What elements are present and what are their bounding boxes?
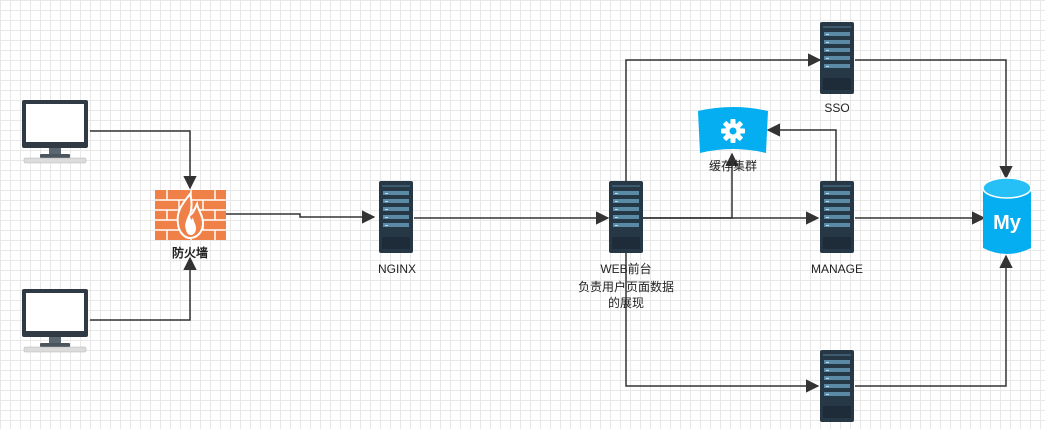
edge-manage-cache (766, 123, 837, 183)
edge-web-backend (625, 253, 820, 393)
sso-server-icon (820, 22, 854, 94)
mysql-logo-text: My (993, 212, 1022, 234)
cache-label: 缓存集群 (708, 159, 758, 173)
edge-pc1-firewall (90, 130, 197, 190)
edge-backend-mysql (855, 254, 1013, 387)
nginx-label: NGINX (377, 262, 417, 276)
manage-label: MANAGE (810, 262, 864, 276)
web-desc-line2: 的展现 (607, 296, 645, 310)
web-title-label: WEB前台 (600, 262, 652, 276)
client-pc-top-icon (21, 99, 89, 164)
web-desc-line1: 负责用户页面数据 (577, 280, 675, 294)
client-pc-bottom-icon (21, 288, 89, 353)
nginx-server-icon (379, 181, 413, 253)
edge-web-cache (643, 152, 739, 219)
firewall-icon (155, 190, 226, 240)
edges (90, 53, 1013, 393)
manage-server-icon (820, 181, 854, 253)
edge-pc2-firewall (90, 256, 197, 321)
edge-firewall-nginx (226, 210, 376, 224)
backend-server-icon (820, 350, 854, 422)
cache-cluster-icon (698, 107, 768, 153)
edge-web-sso (625, 53, 822, 183)
web-server-icon (609, 181, 643, 253)
mysql-database-icon: My (982, 177, 1032, 254)
edge-sso-mysql (855, 59, 1013, 180)
sso-label: SSO (824, 101, 850, 115)
firewall-label: 防火墙 (171, 246, 209, 260)
